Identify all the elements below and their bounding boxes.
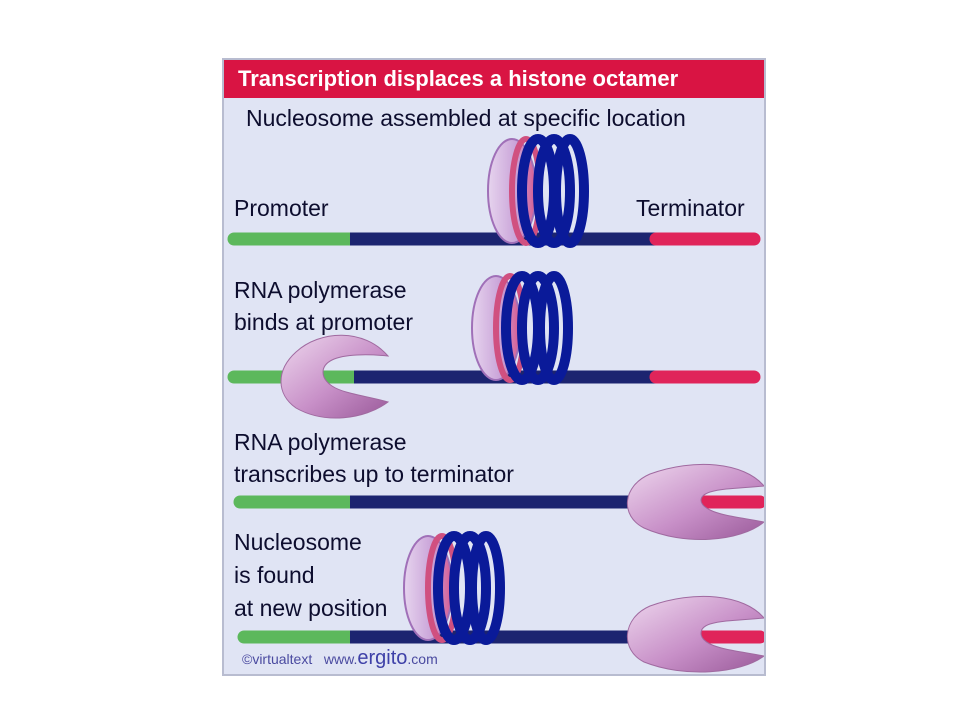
step-2-caption-line1: RNA polymerase	[234, 277, 407, 303]
step-4-caption-line2: is found	[234, 562, 315, 588]
step-2-caption-line2: binds at promoter	[234, 309, 413, 335]
nucleosome-2	[471, 271, 573, 385]
step-4-caption-line3: at new position	[234, 595, 388, 621]
terminator-label: Terminator	[636, 195, 745, 221]
figure-panel: Transcription displaces a histone octame…	[222, 58, 766, 676]
promoter-label: Promoter	[234, 195, 329, 221]
footer-tld: .com	[407, 651, 438, 667]
footer-credit: ©virtualtext www.ergito.com	[242, 647, 438, 670]
diagram-canvas	[227, 134, 764, 673]
step-3-caption-line1: RNA polymerase	[234, 429, 407, 455]
step-4-caption-line1: Nucleosome	[234, 529, 362, 555]
step-1-caption: Nucleosome assembled at specific locatio…	[246, 105, 686, 131]
rna-polymerase-icon-1	[280, 334, 390, 419]
step-3-caption-line2: transcribes up to terminator	[234, 461, 514, 487]
rna-polymerase-icon-3	[627, 595, 764, 673]
nucleosome-1	[487, 134, 589, 248]
nucleosome-3	[403, 531, 505, 645]
figure-title: Transcription displaces a histone octame…	[224, 60, 764, 98]
footer-www: www.	[323, 651, 358, 667]
copyright-text: ©virtualtext	[242, 651, 313, 667]
rna-polymerase-icon-2	[627, 463, 764, 540]
footer-brand: ergito	[357, 647, 408, 669]
